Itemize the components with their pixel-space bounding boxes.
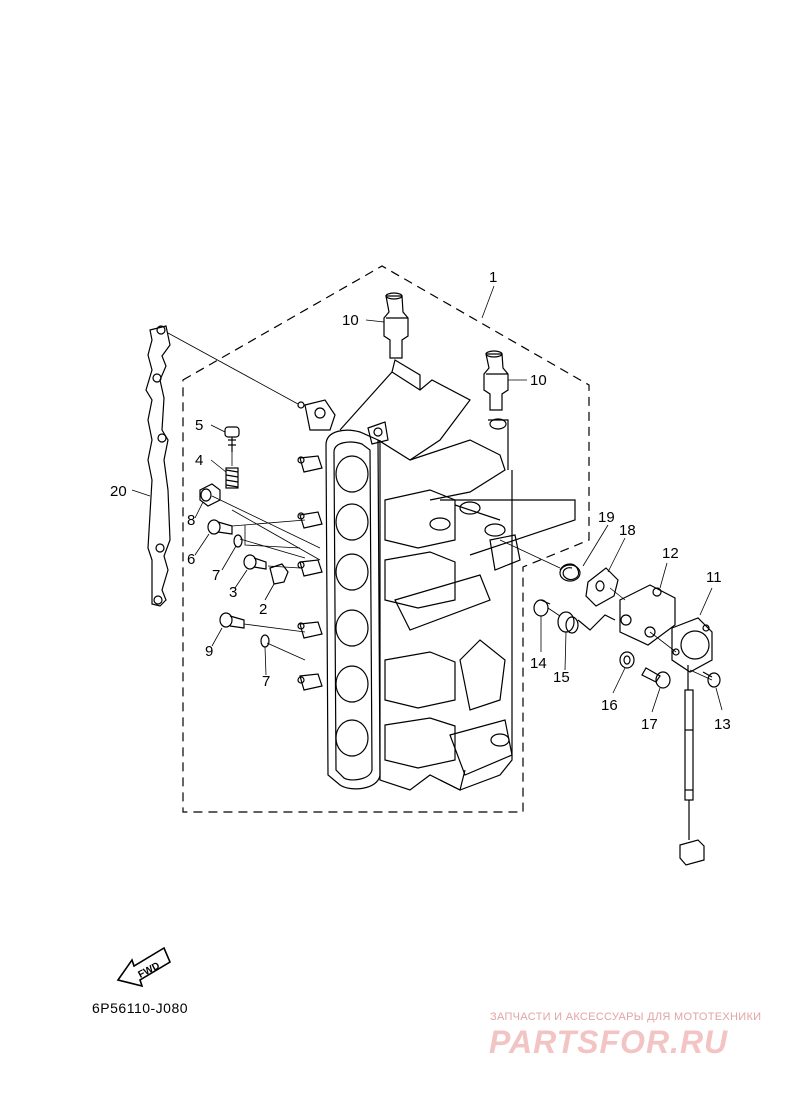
washer-part-7-upper xyxy=(233,534,243,548)
callout-labels: 1 10 10 5 4 20 8 6 7 3 2 9 7 19 18 12 11… xyxy=(110,269,731,981)
callout-15: 15 xyxy=(553,669,570,686)
callout-5: 5 xyxy=(195,417,203,434)
callout-14: 14 xyxy=(530,655,547,672)
watermark-tagline: ЗАПЧАСТИ И АКСЕССУАРЫ ДЛЯ МОТОТЕХНИКИ xyxy=(490,1011,762,1023)
fitting-part-2 xyxy=(269,563,289,585)
callout-8: 8 xyxy=(187,512,195,529)
screw-part-17 xyxy=(641,667,671,689)
pipe-fitting-part-b xyxy=(483,350,509,411)
callout-2: 2 xyxy=(259,601,267,618)
washer-part-16 xyxy=(619,651,635,669)
lever-part-18 xyxy=(585,567,619,607)
bolt-part-9 xyxy=(219,612,245,629)
watermark-logo: PARTSFOR.RU xyxy=(489,1024,729,1060)
callout-20: 20 xyxy=(110,483,127,500)
bolt-part-6 xyxy=(207,519,233,535)
callout-3: 3 xyxy=(229,584,237,601)
pipe-fitting-part-a xyxy=(383,292,409,359)
assembly-boundary xyxy=(182,265,590,813)
callout-7-a: 7 xyxy=(212,567,220,584)
callout-10-a: 10 xyxy=(342,312,359,329)
bolt-part-3 xyxy=(243,554,267,570)
callout-17: 17 xyxy=(641,716,658,733)
callout-7-b: 7 xyxy=(262,673,270,690)
main-body-part xyxy=(297,359,576,791)
fwd-label: FWD xyxy=(137,960,162,980)
spring-part-15 xyxy=(557,611,616,634)
callout-1: 1 xyxy=(489,269,497,286)
callout-12: 12 xyxy=(662,545,679,562)
callout-4: 4 xyxy=(195,452,203,469)
callout-leaders xyxy=(131,285,723,713)
sensor-part-11 xyxy=(671,617,713,866)
spring-part-19 xyxy=(559,563,581,582)
callout-9: 9 xyxy=(205,643,213,660)
callout-18: 18 xyxy=(619,522,636,539)
screw-part-5 xyxy=(224,426,240,452)
callout-6: 6 xyxy=(187,551,195,568)
bracket-part-12 xyxy=(619,584,676,646)
gasket-part xyxy=(145,325,171,607)
callout-16: 16 xyxy=(601,697,618,714)
callout-10-b: 10 xyxy=(530,372,547,389)
alignment-lines xyxy=(167,332,713,681)
spring-part-4 xyxy=(225,467,239,489)
callout-13: 13 xyxy=(714,716,731,733)
fwd-arrow-icon xyxy=(116,946,172,988)
callout-19: 19 xyxy=(598,509,615,526)
collar-part-14 xyxy=(533,599,551,617)
callout-11: 11 xyxy=(706,569,722,586)
screw-part-13 xyxy=(702,671,721,688)
drawing-code: 6P56110-J080 xyxy=(92,1000,189,1016)
washer-part-7-lower xyxy=(260,634,270,648)
